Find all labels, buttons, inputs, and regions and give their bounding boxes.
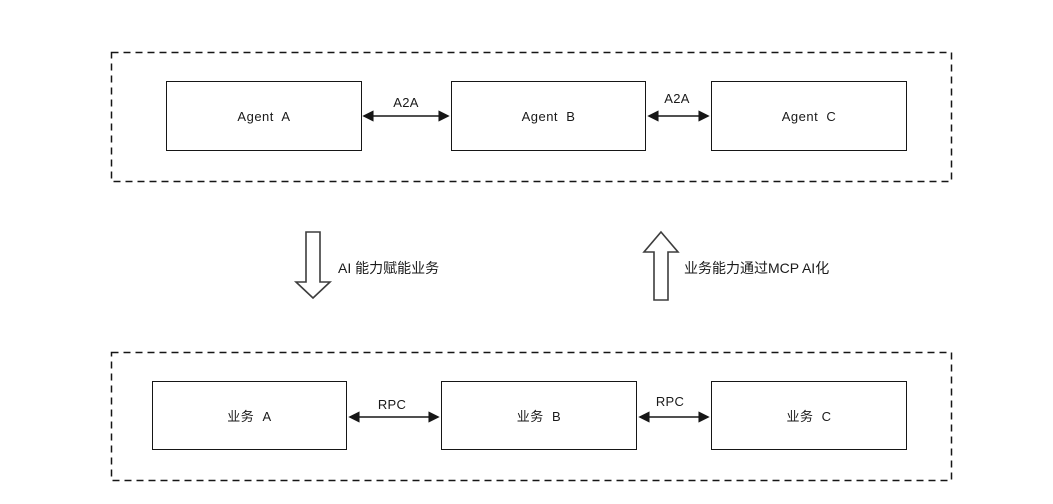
up-block-arrow (642, 230, 680, 301)
down-block-arrow (293, 231, 333, 300)
a2a-link-label-2: A2A (664, 91, 690, 106)
agent-c-node: Agent C (711, 81, 907, 151)
a2a-link-label-1: A2A (393, 95, 419, 110)
rpc-link-label-2: RPC (655, 394, 685, 409)
agent-b-node: Agent B (451, 81, 646, 151)
business-layer-dashed-container (110, 351, 953, 482)
biz-b-node: 业务 B (441, 381, 637, 450)
agent-layer-dashed-container (110, 51, 953, 183)
agent-a-label: Agent A (237, 108, 291, 124)
agent-c-label: Agent C (781, 108, 837, 124)
agent-b-label: Agent B (521, 108, 576, 124)
biz-c-label: 业务 C (786, 409, 832, 424)
rpc-link-label-1: RPC (377, 397, 407, 412)
biz-a-node: 业务 A (152, 381, 347, 450)
biz-a-label: 业务 A (227, 409, 272, 424)
up-flow-label: 业务能力通过MCP AI化 (684, 260, 830, 276)
biz-b-label: 业务 B (516, 409, 562, 424)
down-flow-label: AI 能力赋能业务 (338, 260, 440, 276)
agent-a-node: Agent A (166, 81, 362, 151)
biz-c-node: 业务 C (711, 381, 907, 450)
